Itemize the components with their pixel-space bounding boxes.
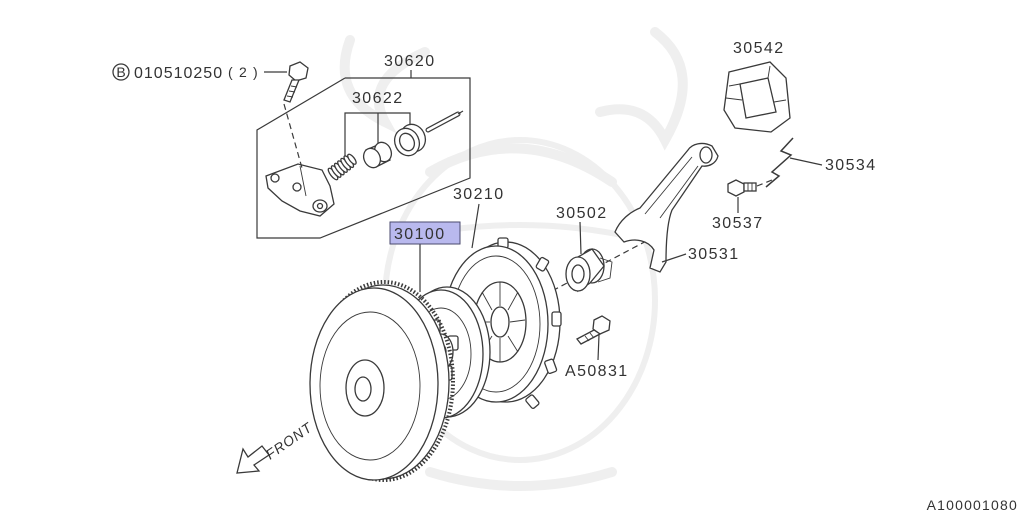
callout-30100-highlight[interactable] [389, 221, 461, 245]
callout-30531[interactable]: 30531 [688, 246, 740, 263]
release-bearing-part [565, 248, 613, 293]
callout-30534[interactable]: 30534 [825, 157, 877, 174]
spring-part [327, 153, 357, 181]
callout-30620[interactable]: 30620 [384, 53, 436, 70]
leader-30210 [471, 203, 480, 249]
leader-A50831 [597, 334, 600, 361]
callout-30622[interactable]: 30622 [352, 90, 404, 107]
callout-30100[interactable]: 30100 [394, 226, 446, 243]
front-label: FRONT [263, 419, 316, 463]
leader-30531 [661, 253, 687, 263]
leader-30502 [579, 221, 582, 255]
release-fork-part [614, 142, 719, 273]
front-indicator: FRONT [236, 419, 316, 474]
bolt-symbol-circle [112, 63, 130, 81]
boot-part [723, 61, 791, 133]
cylinder-part [265, 163, 335, 217]
flywheel-part [309, 280, 455, 482]
seal-ring-part [393, 123, 427, 157]
pivot-axis-line [756, 179, 773, 187]
callout-30537[interactable]: 30537 [712, 215, 764, 232]
push-rod-part [425, 110, 464, 133]
pivot-part [727, 179, 757, 197]
bolt-axis-line [283, 103, 303, 169]
callout-30210[interactable]: 30210 [453, 186, 505, 203]
bolt-symbol: B [116, 64, 125, 80]
bolt-part-number[interactable]: 010510250 [134, 65, 223, 82]
group-bracket [256, 77, 471, 239]
clip-wire-part [765, 137, 794, 188]
figure-code: A100001080 [927, 497, 1018, 512]
callout-30542[interactable]: 30542 [733, 40, 785, 57]
callout-A50831[interactable]: A50831 [565, 363, 629, 380]
fork-bolt-part [576, 315, 611, 345]
bolt-callout: B 010510250 ( 2 ) [112, 61, 309, 169]
bolt-quantity: ( 2 ) [228, 64, 259, 80]
bolt-part [283, 61, 309, 103]
callout-group-30620: 30620 30622 [256, 53, 471, 239]
front-arrow-icon [236, 445, 270, 474]
leader-30534 [789, 157, 823, 166]
callout-30502[interactable]: 30502 [556, 205, 608, 222]
cup-part [362, 141, 393, 169]
